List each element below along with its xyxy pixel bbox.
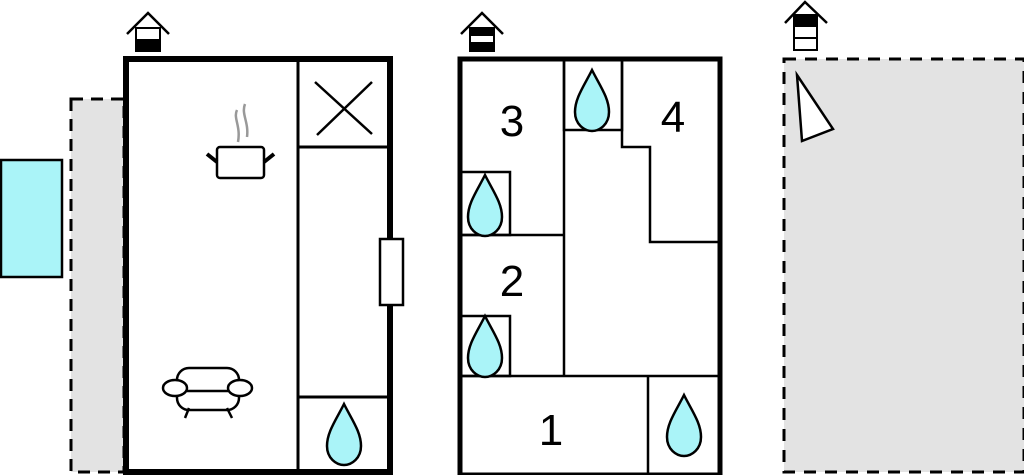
terrace bbox=[69, 97, 126, 474]
pool bbox=[0, 158, 64, 279]
sofa-icon bbox=[161, 366, 254, 419]
kitchen-pot-icon bbox=[205, 103, 276, 180]
floor-plan-outdoor bbox=[782, 0, 1024, 474]
room-label-4: 4 bbox=[661, 93, 685, 142]
window-icon bbox=[378, 237, 405, 307]
floor-plan-ground bbox=[123, 11, 405, 475]
room-label-2: 2 bbox=[500, 257, 524, 306]
stove-x-icon bbox=[314, 81, 373, 136]
north-arrow-icon bbox=[795, 70, 835, 143]
floor-plan-upper: 3 4 2 1 bbox=[457, 11, 723, 475]
room-label-1: 1 bbox=[539, 406, 563, 455]
entrance-house-icon bbox=[784, 0, 828, 51]
room-label-3: 3 bbox=[500, 97, 524, 146]
entrance-house-icon bbox=[460, 11, 504, 52]
entrance-house-icon bbox=[126, 11, 170, 52]
